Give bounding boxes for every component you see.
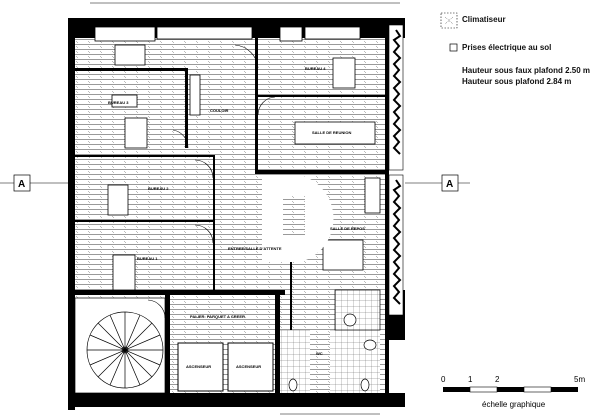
legend-hauteur-faux-plafond: Hauteur sous faux plafond 2.50 m (462, 66, 591, 75)
scale-caption: échelle graphique (482, 400, 546, 409)
furniture (107, 44, 381, 291)
legend-hauteur-plafond: Hauteur sous plafond 2.84 m (462, 77, 572, 86)
elevator-label-1: ASCENSEUR (186, 364, 211, 369)
sanitary (288, 289, 381, 392)
scale-bar: 0 1 2 5m échelle graphique (441, 375, 585, 409)
svg-text:A: A (446, 179, 453, 190)
room-label-bureau3: BUREAU 3 (108, 100, 129, 105)
scale-tick-2: 2 (495, 375, 500, 384)
scale-tick-0: 0 (441, 375, 446, 384)
room-label-bureau4: BUREAU 4 (305, 66, 326, 71)
svg-text:A: A (18, 179, 25, 190)
facade-planters (388, 24, 404, 316)
storage-cabinets (94, 26, 361, 42)
room-label-palier: PALIER: PARQUET A CREER (190, 314, 245, 319)
prise-icon (449, 43, 458, 52)
legend-prises: Prises électrique au sol (462, 43, 552, 52)
climatiseur-icon-cross (444, 16, 454, 25)
room-label-repos: SALLE DE REPOS (330, 226, 365, 231)
scale-tick-5: 5m (574, 375, 585, 384)
tiled-floor (330, 330, 380, 395)
elevators (177, 342, 274, 392)
elevator-label-2: ASCENSEUR (236, 364, 261, 369)
doors (147, 44, 276, 319)
room-label-couloir: COULOIR (210, 108, 229, 113)
section-marker-left: A (0, 174, 68, 192)
room-label-reunion: SALLE DE REUNION (312, 130, 351, 135)
room-label-wc: WC (316, 351, 323, 356)
watermark-inner (283, 195, 305, 235)
room-label-bureau2: BUREAU 2 (148, 186, 169, 191)
scale-tick-1: 1 (468, 375, 473, 384)
room-label-entree: ENTREE/SALLE D'ATTENTE (228, 246, 282, 251)
spiral-staircase (74, 297, 166, 394)
section-marker-right: A (405, 174, 470, 192)
legend-climatiseur: Climatiseur (462, 15, 506, 24)
climatiseur-icon (440, 12, 458, 29)
room-label-bureau1: BUREAU 1 (137, 256, 158, 261)
